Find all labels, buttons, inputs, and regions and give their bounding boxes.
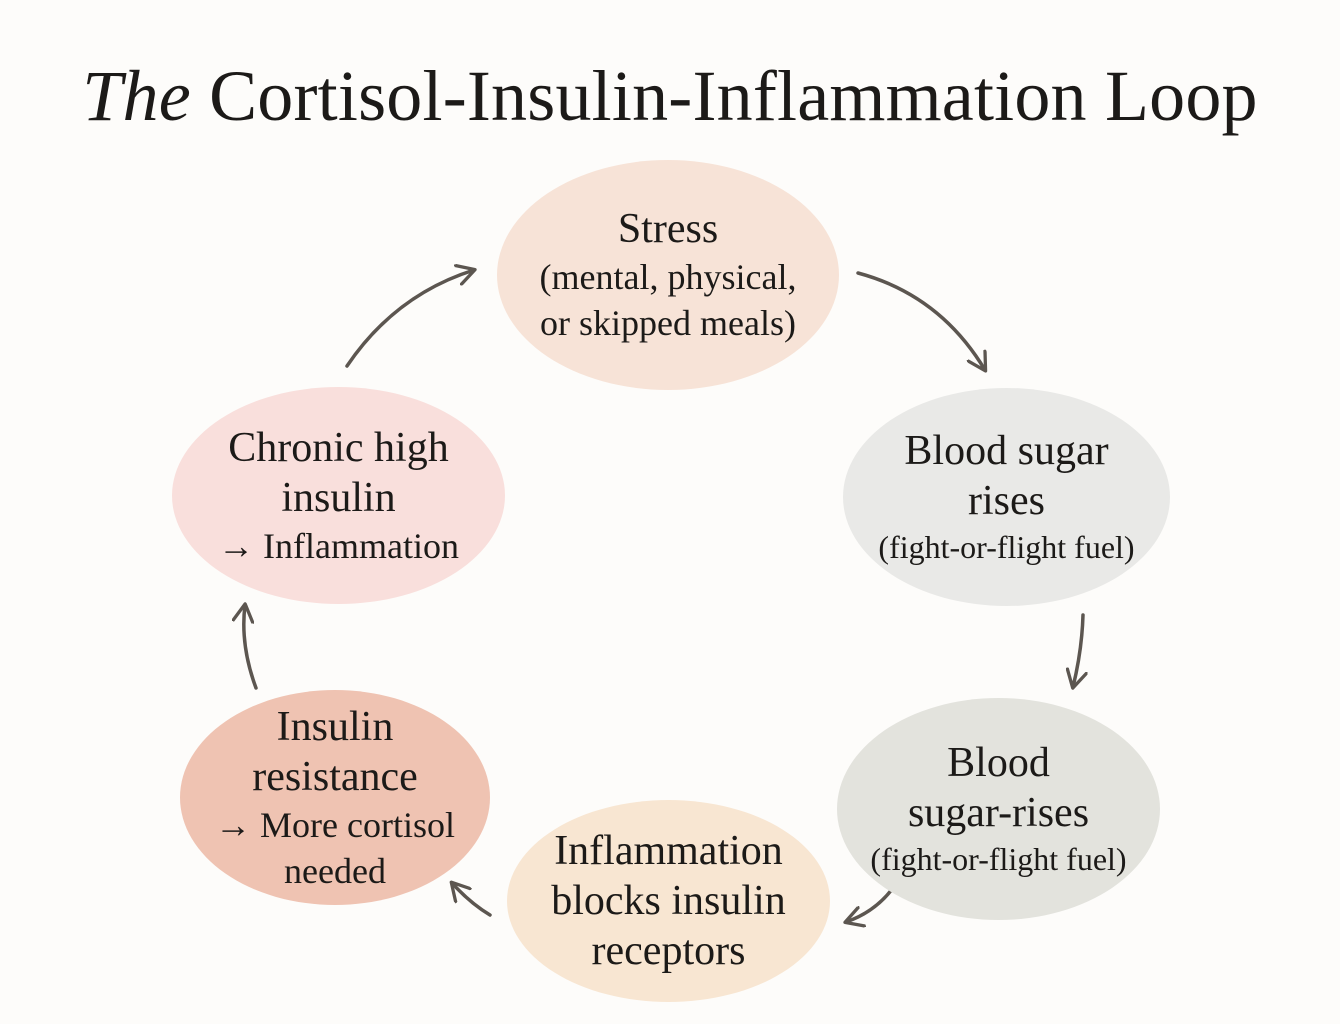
node-inflammation-line-2: blocks insulin: [551, 878, 786, 924]
arrow-inflammation-to-insulin-resistance: [452, 883, 492, 917]
node-insulin-resistance: Insulin resistance → More cortisol neede…: [180, 690, 490, 905]
arrow-blood-sugar-to-blood-sugar-rises: [1073, 613, 1083, 687]
node-blood-sugar-rises-2: Blood sugar-rises (fight-or-flight fuel): [837, 698, 1160, 920]
node-insulin-resistance-detail-1: → More cortisol: [215, 804, 455, 845]
arrow-stress-to-blood-sugar: [856, 271, 985, 370]
node-blood-sugar-rises-2-title-1: Blood: [947, 740, 1050, 786]
node-chronic-high-insulin-title-2: insulin: [281, 474, 396, 521]
node-blood-sugar-rises-detail: (fight-or-flight fuel): [878, 529, 1135, 565]
node-stress-detail-2: or skipped meals): [540, 303, 796, 343]
node-stress: Stress (mental, physical, or skipped mea…: [497, 160, 839, 390]
node-insulin-resistance-detail-2: needed: [284, 850, 386, 891]
node-inflammation-line-1: Inflammation: [554, 828, 783, 874]
title-prefix: The: [82, 56, 191, 136]
node-chronic-high-insulin-title-1: Chronic high: [228, 424, 449, 471]
arrow-insulin-resistance-to-chronic-high-insulin: [244, 605, 258, 690]
node-inflammation: Inflammation blocks insulin receptors: [507, 800, 830, 1002]
node-blood-sugar-rises-title-2: rises: [968, 478, 1045, 524]
node-inflammation-line-3: receptors: [591, 928, 746, 974]
node-blood-sugar-rises-2-detail: (fight-or-flight fuel): [870, 841, 1127, 877]
node-stress-detail-1: (mental, physical,: [539, 257, 797, 297]
node-chronic-high-insulin-detail: → Inflammation: [218, 525, 459, 566]
node-blood-sugar-rises-title-1: Blood sugar: [904, 428, 1109, 474]
node-blood-sugar-rises-2-title-2: sugar-rises: [907, 790, 1090, 836]
node-insulin-resistance-title-1: Insulin: [276, 703, 394, 750]
node-insulin-resistance-title-2: resistance: [252, 753, 418, 800]
arrow-chronic-high-insulin-to-stress: [345, 270, 474, 368]
node-blood-sugar-rises: Blood sugar rises (fight-or-flight fuel): [843, 388, 1170, 606]
diagram-title: The Cortisol-Insulin-Inflammation Loop: [0, 50, 1340, 142]
node-stress-title: Stress: [617, 206, 719, 252]
title-main: Cortisol-Insulin-Inflammation Loop: [209, 56, 1258, 136]
node-chronic-high-insulin: Chronic high insulin → Inflammation: [172, 387, 505, 604]
arrow-blood-sugar-rises-to-inflammation: [846, 886, 895, 922]
